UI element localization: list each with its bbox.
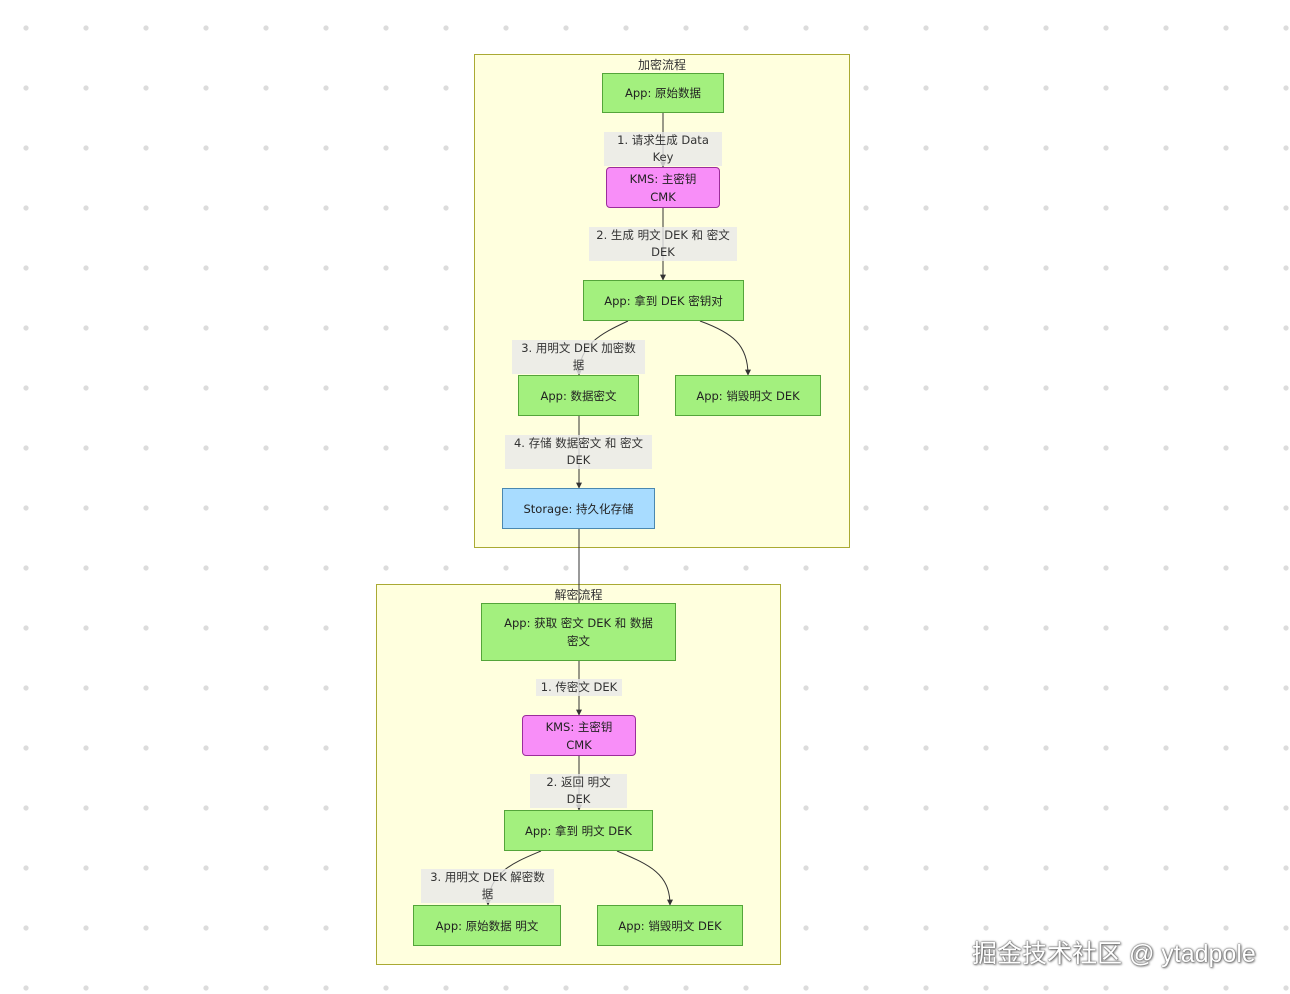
edge-label-dec-1: 1. 传密文 DEK <box>536 679 622 696</box>
node-storage: Storage: 持久化存储 <box>502 488 655 529</box>
node-kms-cmk: KMS: 主密钥 CMK <box>606 167 720 208</box>
node-app-destroy-dek-decrypt: App: 销毁明文 DEK <box>597 905 743 946</box>
node-app-get-plain-dek: App: 拿到 明文 DEK <box>504 810 653 851</box>
node-app-fetch-dek: App: 获取 密文 DEK 和 数据密文 <box>481 603 676 661</box>
node-app-destroy-dek: App: 销毁明文 DEK <box>675 375 821 416</box>
edge-dec-destroy <box>616 850 673 906</box>
edge-label-enc-3: 3. 用明文 DEK 加密数据 <box>512 340 645 374</box>
encrypt-cluster-title: 加密流程 <box>637 58 686 72</box>
node-app-get-dek-pair: App: 拿到 DEK 密钥对 <box>583 280 744 321</box>
node-app-ciphertext: App: 数据密文 <box>518 375 639 416</box>
decrypt-cluster-title: 解密流程 <box>554 588 603 602</box>
node-kms-cmk-decrypt: KMS: 主密钥 CMK <box>522 715 636 756</box>
edge-label-enc-4: 4. 存储 数据密文 和 密文 DEK <box>505 435 652 469</box>
edge-label-dec-2: 2. 返回 明文 DEK <box>530 774 627 808</box>
node-app-plaintext-data: App: 原始数据 明文 <box>413 905 561 946</box>
edge-enc-destroy <box>699 320 751 376</box>
node-app-raw-data: App: 原始数据 <box>602 73 724 113</box>
watermark: 掘金技术社区 @ ytadpole <box>972 940 1256 968</box>
edge-label-enc-1: 1. 请求生成 Data Key <box>604 132 722 166</box>
edge-label-enc-2: 2. 生成 明文 DEK 和 密文 DEK <box>589 227 737 261</box>
edge-label-dec-3: 3. 用明文 DEK 解密数据 <box>421 869 554 903</box>
